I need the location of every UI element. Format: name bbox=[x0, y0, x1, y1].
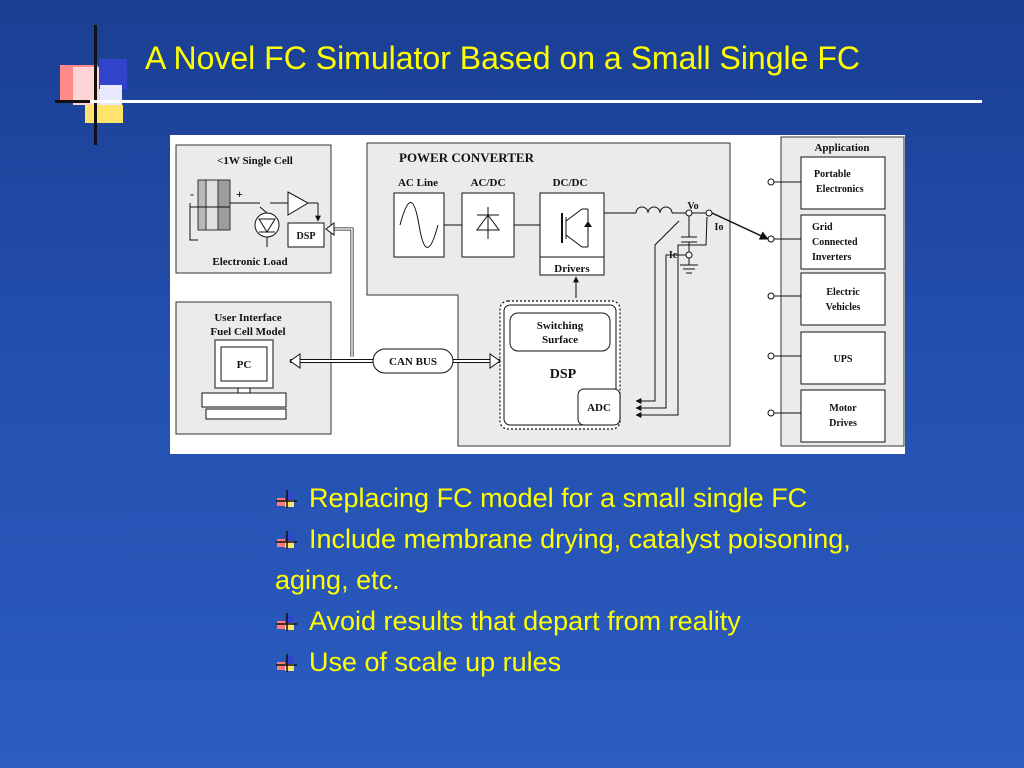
bullet-text: Use of scale up rules bbox=[309, 647, 562, 677]
bullet-text: Avoid results that depart from reality bbox=[309, 606, 741, 636]
app-grid-line-3: Inverters bbox=[812, 252, 852, 263]
application-item-vehicles: Electric Vehicles bbox=[767, 272, 886, 326]
application-item-grid: Grid Connected Inverters bbox=[767, 214, 886, 270]
can-bus-label: CAN BUS bbox=[389, 356, 437, 368]
bullet-text: Replacing FC model for a small single FC bbox=[309, 483, 808, 513]
bullet-list: Replacing FC model for a small single FC… bbox=[275, 478, 875, 683]
bullet-text: Include membrane drying, catalyst poison… bbox=[275, 524, 851, 595]
inductor-icon bbox=[604, 206, 686, 214]
diode-icon bbox=[476, 207, 500, 239]
single-cell-box: <1W Single Cell - + DSP Electronic Load bbox=[175, 144, 332, 274]
stacked-squares-bullet-icon bbox=[276, 654, 297, 672]
app-grid-line-2: Connected bbox=[812, 237, 858, 248]
bullet-item: Avoid results that depart from reality bbox=[275, 601, 875, 642]
slide-title: A Novel FC Simulator Based on a Small Si… bbox=[145, 40, 860, 76]
switching-line-2: Surface bbox=[542, 334, 578, 346]
pc-label: PC bbox=[237, 359, 252, 371]
fuel-cell-stack-icon bbox=[197, 179, 231, 231]
pc-monitor-icon bbox=[201, 339, 287, 420]
app-grid-line-1: Grid bbox=[812, 222, 833, 233]
drivers-label: Drivers bbox=[554, 263, 590, 275]
ground-icon bbox=[680, 258, 698, 274]
stacked-squares-bullet-icon bbox=[276, 490, 297, 508]
power-converter-title: POWER CONVERTER bbox=[399, 150, 535, 165]
electronic-load-label: Electronic Load bbox=[212, 256, 287, 268]
application-item-motor: Motor Drives bbox=[767, 389, 886, 443]
io-label: Io bbox=[715, 222, 724, 233]
title-underline bbox=[90, 100, 982, 103]
stacked-squares-bullet-icon bbox=[276, 613, 297, 631]
ui-line-1: User Interface bbox=[214, 312, 281, 324]
output-switch-arrow bbox=[711, 212, 769, 240]
bullet-item: Include membrane drying, catalyst poison… bbox=[275, 519, 875, 601]
switching-surface-box bbox=[509, 312, 611, 352]
sine-wave-icon bbox=[399, 202, 439, 248]
app-motor-line-1: Motor bbox=[829, 403, 857, 414]
dc-dc-label: DC/DC bbox=[553, 177, 588, 189]
io-sense-line bbox=[635, 216, 708, 418]
cell-dsp-box bbox=[287, 222, 325, 248]
app-vehicles-line-2: Vehicles bbox=[826, 302, 861, 313]
adc-box bbox=[577, 388, 621, 426]
logo-blue-square bbox=[99, 59, 127, 89]
ui-line-2: Fuel Cell Model bbox=[210, 326, 285, 338]
logo-vertical-line bbox=[94, 25, 97, 145]
user-interface-box: User Interface Fuel Cell Model PC bbox=[175, 301, 332, 435]
power-converter-region: POWER CONVERTER AC Line AC/DC DC/DC bbox=[366, 142, 731, 447]
ac-dc-label: AC/DC bbox=[471, 177, 506, 189]
vo-sense-line bbox=[635, 220, 680, 404]
application-item-portable: Portable Electronics bbox=[767, 156, 886, 210]
cell-minus-label: - bbox=[190, 187, 194, 201]
can-bus: CAN BUS bbox=[289, 222, 501, 374]
switching-line-1: Switching bbox=[537, 320, 584, 332]
dsp-chip: Switching Surface DSP ADC bbox=[499, 300, 621, 430]
application-column: Application Portable Electronics Grid Co… bbox=[767, 136, 905, 447]
io-node bbox=[705, 209, 713, 217]
ic-sense-line bbox=[635, 254, 686, 411]
single-cell-title: <1W Single Cell bbox=[217, 155, 293, 167]
app-portable-line-1: Portable bbox=[814, 169, 851, 180]
dsp-label: DSP bbox=[550, 367, 577, 382]
app-motor-line-2: Drives bbox=[829, 418, 857, 429]
logo-yellow-square bbox=[85, 105, 123, 123]
app-ups-line-1: UPS bbox=[834, 354, 853, 365]
app-portable-line-2: Electronics bbox=[816, 184, 864, 195]
application-item-ups: UPS bbox=[767, 331, 886, 385]
slide-logo bbox=[55, 25, 135, 145]
bullet-item: Use of scale up rules bbox=[275, 642, 875, 683]
cell-plus-label: + bbox=[236, 187, 243, 201]
diode-load-icon bbox=[254, 212, 280, 238]
adc-label: ADC bbox=[587, 402, 611, 414]
ac-dc-block bbox=[461, 192, 515, 258]
dc-dc-block bbox=[539, 192, 605, 276]
diagram-svg: <1W Single Cell - + DSP Electronic Load bbox=[175, 136, 905, 447]
capacitor-icon bbox=[681, 236, 697, 253]
app-vehicles-line-1: Electric bbox=[826, 287, 860, 298]
ac-source-block bbox=[393, 192, 445, 258]
logo-pink-square bbox=[73, 67, 103, 105]
amplifier-icon bbox=[270, 191, 318, 216]
cell-dsp-label: DSP bbox=[297, 231, 316, 242]
ac-line-label: AC Line bbox=[398, 177, 438, 189]
block-diagram: <1W Single Cell - + DSP Electronic Load bbox=[170, 135, 905, 454]
igbt-switch-icon bbox=[561, 208, 592, 248]
bullet-item: Replacing FC model for a small single FC bbox=[275, 478, 875, 519]
stacked-squares-bullet-icon bbox=[276, 531, 297, 549]
application-title: Application bbox=[814, 142, 869, 154]
vo-label: Vo bbox=[687, 201, 698, 212]
